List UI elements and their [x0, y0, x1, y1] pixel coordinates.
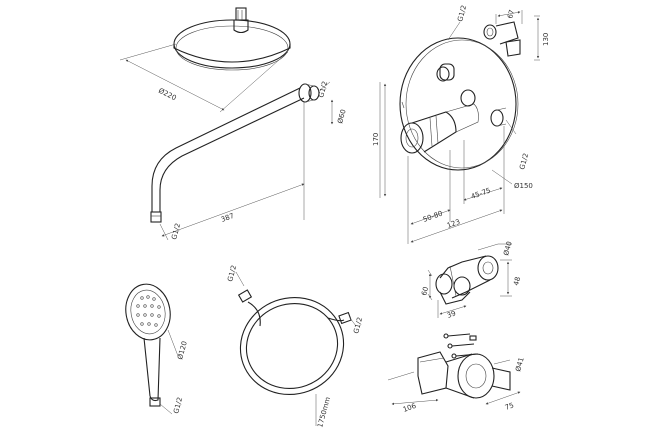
- hose-thread-right-label: G1/2: [352, 316, 364, 334]
- wall-outlet-top: 67 130: [483, 9, 550, 61]
- valve-total-depth-label: 123: [446, 218, 461, 230]
- hose-length-label: 1750mm: [316, 396, 332, 429]
- holder-dimensions: Ø40 48 39 60: [420, 241, 522, 320]
- arm-thread-bottom-label: G1/2: [170, 222, 182, 240]
- holder-diameter-label: Ø40: [502, 241, 513, 257]
- hand-head-label: Ø120: [176, 340, 189, 360]
- arm-thread-top-label: G1/2: [317, 80, 329, 98]
- valve-plate-height-label: 170: [372, 133, 380, 146]
- hand-shower: Ø120 G1/2: [125, 283, 189, 415]
- holder-height-label: 48: [512, 276, 522, 287]
- spray-nozzles: [136, 295, 161, 327]
- arm-length-label: 387: [220, 212, 235, 224]
- valve-diameter-label: Ø150: [514, 182, 533, 190]
- head-diameter-dimension: Ø220: [119, 43, 289, 113]
- rail-holder-diameter-label: Ø41: [514, 357, 525, 373]
- valve-height-right-label: 130: [542, 33, 550, 46]
- valve-dimensions: 170 50-80 45-75 123 Ø150 G1/2 G1/2: [372, 4, 533, 244]
- overhead-shower-head: [173, 7, 291, 71]
- arm-flange-label: Ø60: [336, 109, 347, 125]
- hand-thread-label: G1/2: [172, 396, 184, 414]
- shower-hose: G1/2 G1/2 1750mm: [226, 264, 364, 428]
- hose-thread-left-label: G1/2: [226, 264, 238, 282]
- valve-depth-2-label: 45-75: [470, 186, 492, 200]
- rail-dimensions: 106 Ø41 75: [387, 357, 526, 414]
- arm-dimensions: G1/2 Ø60 387 G1/2: [159, 80, 348, 241]
- valve-thread-top-label: G1/2: [456, 4, 468, 22]
- shower-arm: [150, 83, 320, 223]
- mixer-valve: [399, 37, 519, 171]
- holder-offset-label: 60: [420, 286, 430, 297]
- valve-width-top-label: 67: [506, 9, 516, 20]
- head-diameter-label: Ø220: [157, 87, 177, 103]
- rail-holder-length-label: 106: [402, 402, 418, 414]
- rail-holder-depth-label: 75: [504, 401, 515, 412]
- valve-depth-1-label: 50-80: [422, 209, 444, 223]
- valve-thread-side-label: G1/2: [518, 152, 530, 170]
- wall-outlet-holder: [435, 255, 499, 305]
- holder-depth-label: 39: [446, 309, 457, 320]
- rail-slider-holder: [417, 333, 511, 399]
